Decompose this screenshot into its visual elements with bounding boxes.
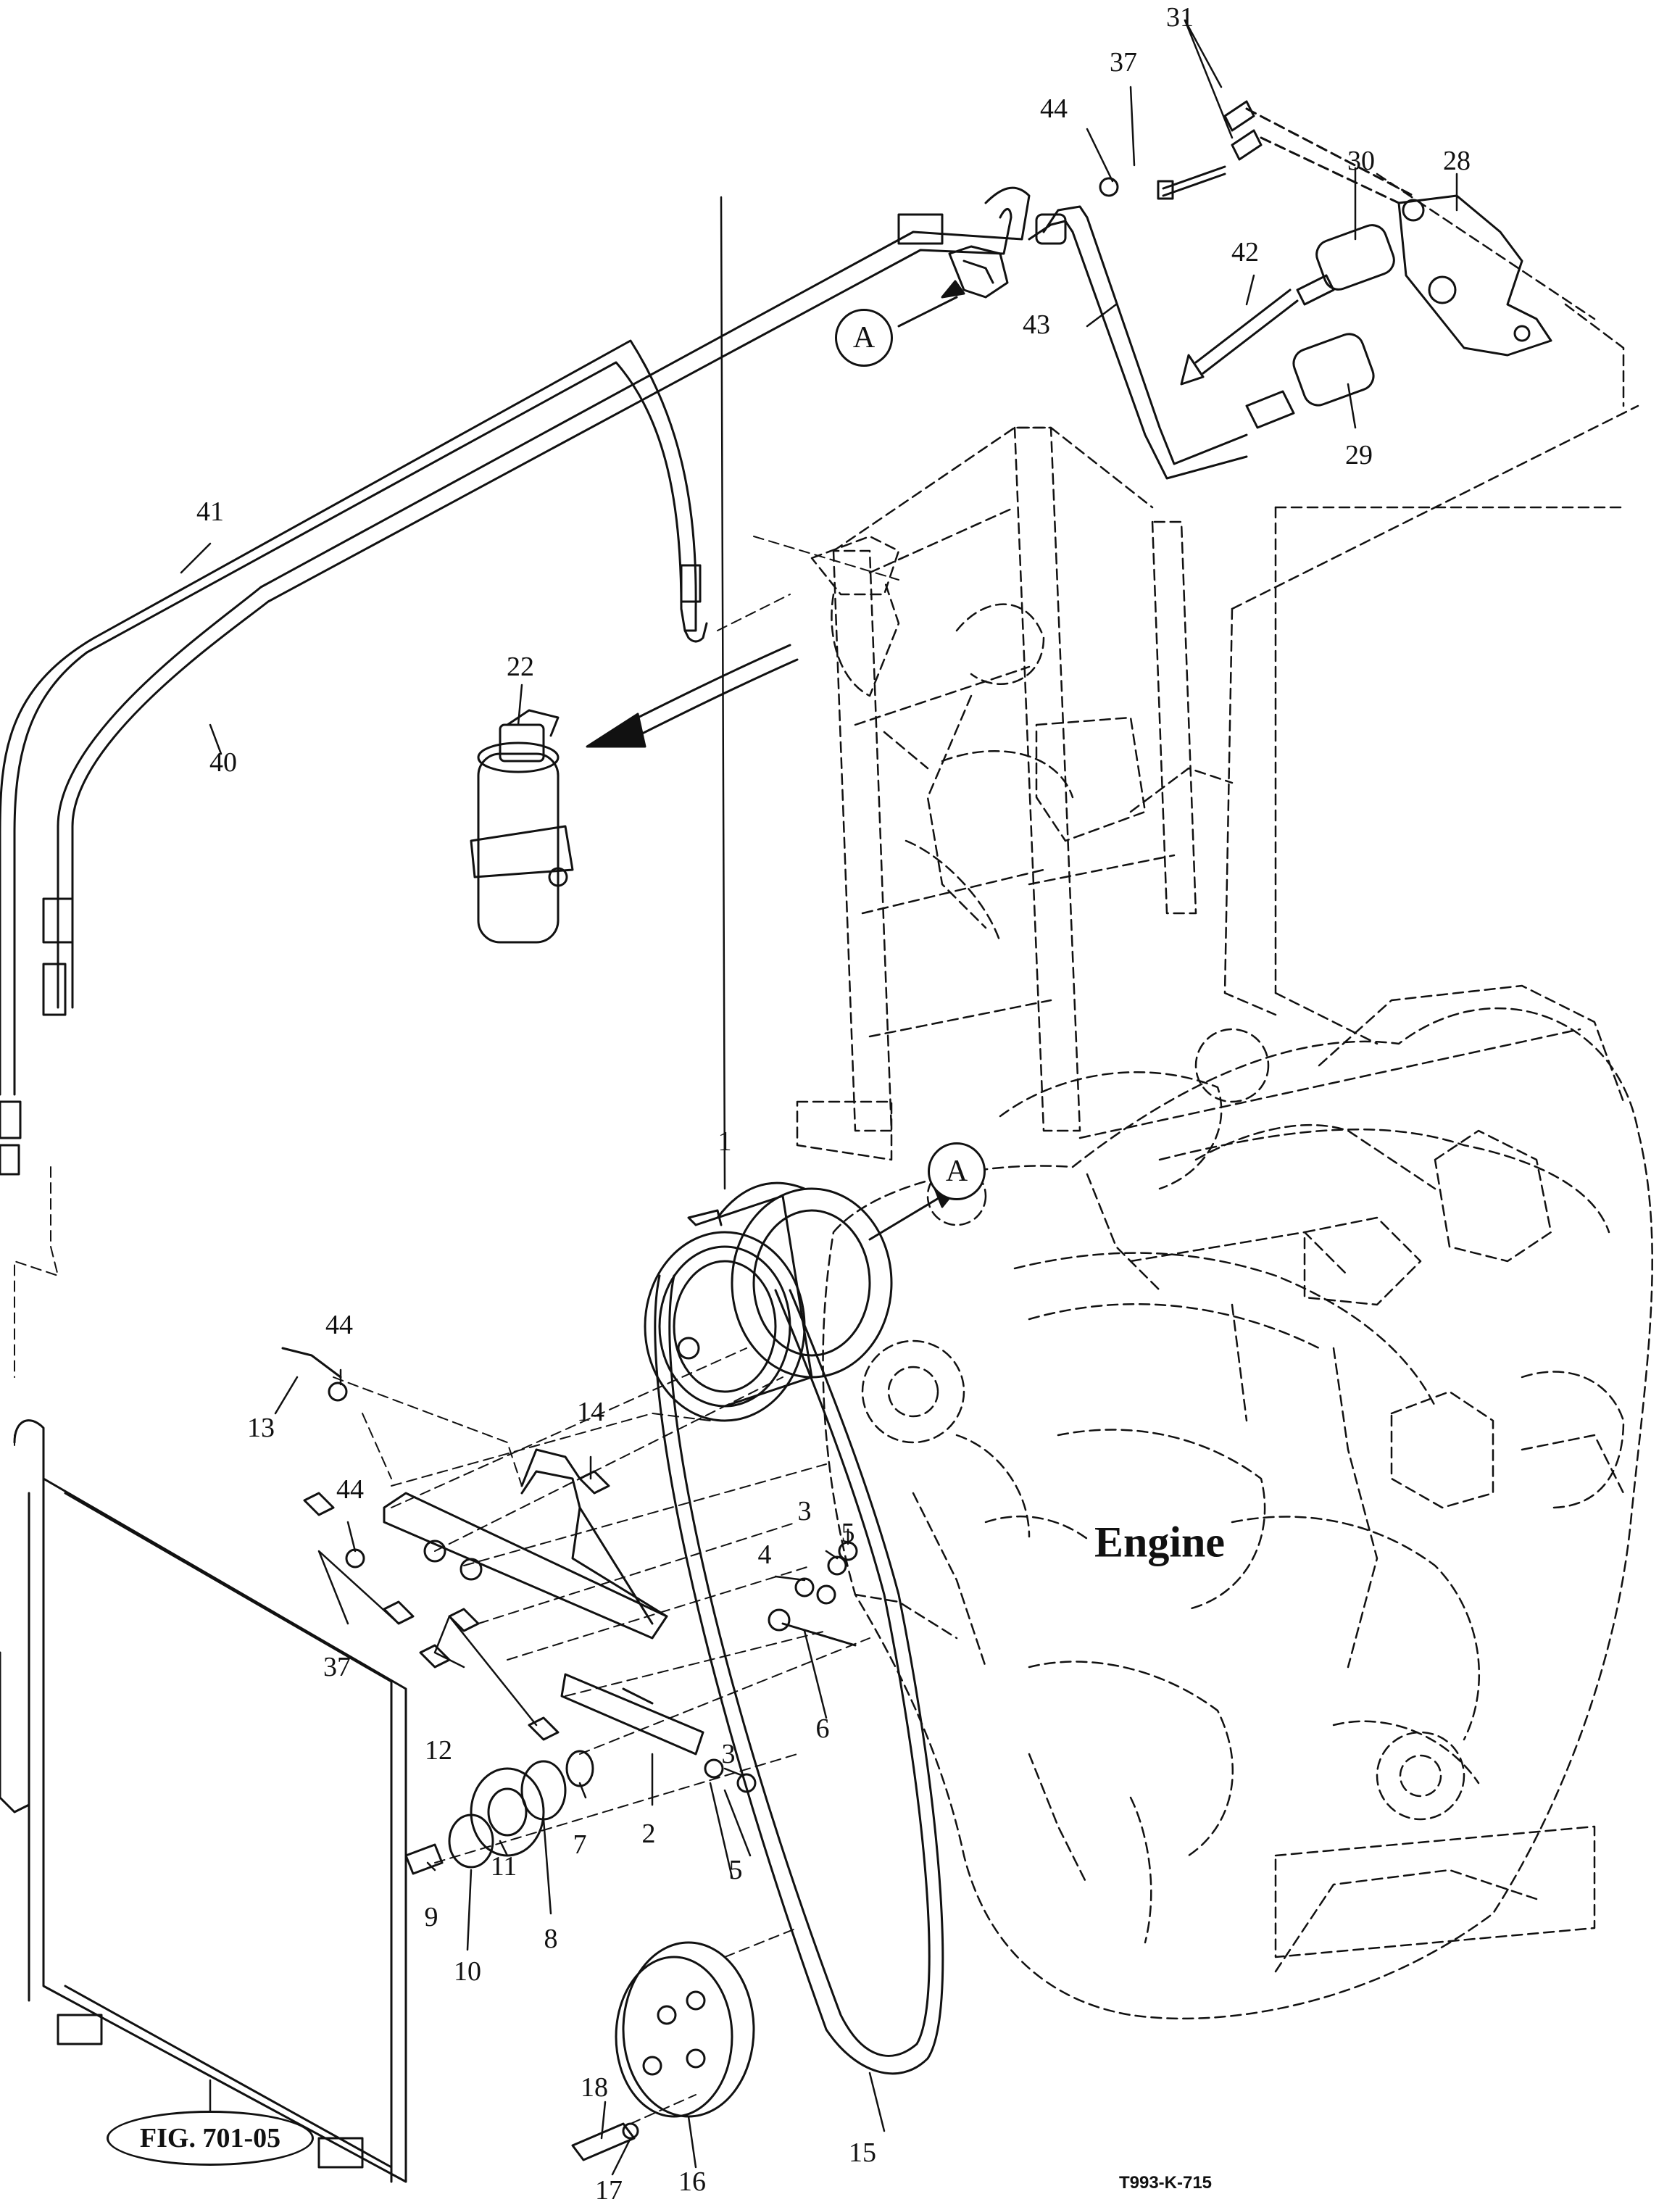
condenser (0, 1419, 407, 2183)
callout-30: 30 (1347, 146, 1375, 176)
callout-9: 9 (424, 1902, 438, 1932)
assembly-lines (14, 536, 899, 2124)
view-ref-a-lower: A (928, 1142, 986, 1200)
hose-40 (0, 186, 1031, 1176)
switch-hose-42 (1180, 288, 1299, 386)
callout-3-upper: 3 (797, 1496, 812, 1526)
callout-11: 11 (490, 1851, 517, 1882)
callout-5-lower: 5 (728, 1855, 743, 1885)
callout-6: 6 (815, 1713, 830, 1744)
frame-outline (796, 173, 1639, 1161)
hose-43 (1028, 205, 1248, 480)
callout-13: 13 (247, 1413, 275, 1443)
callout-43: 43 (1023, 309, 1050, 340)
callout-31: 31 (1166, 2, 1194, 33)
arrow-to-dryer (586, 644, 799, 748)
callout-40: 40 (209, 747, 237, 778)
drawing-code: T993-K-715 (1118, 2173, 1213, 2193)
crank-pulley-16 (571, 1941, 755, 2161)
callout-14: 14 (577, 1397, 604, 1427)
receiver-dryer-22 (470, 709, 574, 944)
callout-37-top: 37 (1110, 47, 1137, 78)
callout-8: 8 (544, 1924, 558, 1954)
compressor-1 (644, 1181, 958, 1422)
callout-37-left: 37 (323, 1652, 351, 1682)
bracket-28 (1397, 194, 1552, 357)
callout-42: 42 (1231, 237, 1259, 267)
bolts-31-37-44-top (1099, 100, 1415, 204)
leader-lines (180, 19, 1458, 2176)
callout-16: 16 (678, 2166, 706, 2197)
callout-1: 1 (718, 1126, 732, 1157)
engine-label: Engine (1089, 1517, 1230, 1568)
callout-29: 29 (1345, 440, 1373, 470)
callout-4: 4 (757, 1540, 772, 1570)
bracket-assembly (383, 1448, 704, 1756)
view-ref-a-upper: A (835, 309, 893, 367)
callout-10: 10 (454, 1956, 481, 1987)
callout-12: 12 (425, 1735, 452, 1766)
callout-5-upper: 5 (841, 1518, 855, 1548)
callout-17: 17 (595, 2175, 623, 2202)
callout-44-low: 44 (336, 1474, 364, 1505)
figure-reference: FIG. 701-05 (107, 2111, 314, 2166)
hose-41 (0, 339, 708, 1096)
callout-18: 18 (581, 2072, 608, 2103)
callout-28: 28 (1443, 146, 1471, 176)
callout-44-mid: 44 (325, 1310, 353, 1340)
callout-41: 41 (196, 497, 224, 527)
callout-2: 2 (641, 1819, 656, 1849)
callout-7: 7 (573, 1829, 587, 1860)
callout-15: 15 (849, 2137, 876, 2168)
fitting-a (897, 245, 1009, 328)
callout-22: 22 (507, 652, 534, 682)
callout-3-lower: 3 (721, 1739, 736, 1769)
belt-15 (654, 1274, 944, 2075)
pressure-switch-30 (1296, 224, 1395, 306)
engine-outline (822, 984, 1653, 2020)
callout-44-top: 44 (1040, 94, 1068, 124)
pressure-switch-29 (1245, 333, 1375, 429)
